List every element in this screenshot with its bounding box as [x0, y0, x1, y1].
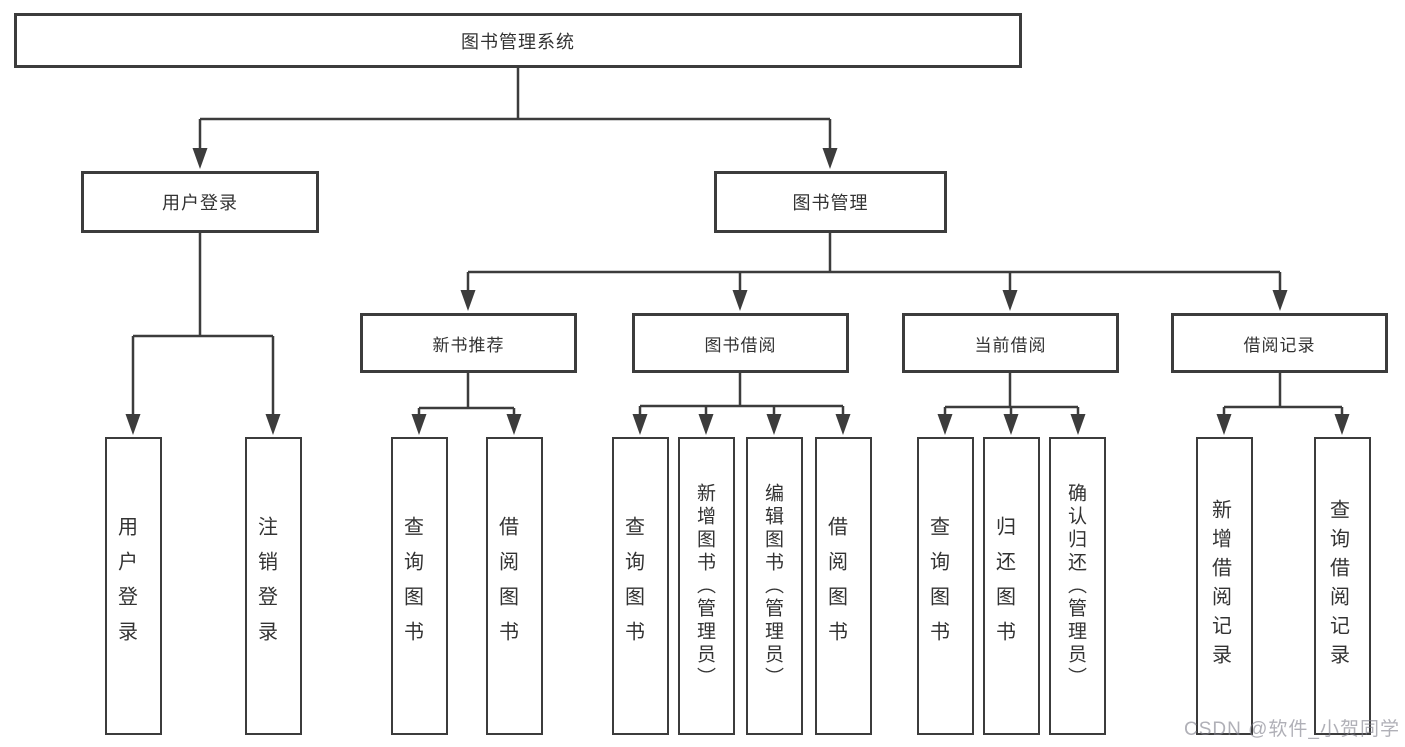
leaf-add-book-admin: 新增图书（管理员） — [678, 437, 735, 735]
arrowhead-icon — [1216, 414, 1232, 435]
connector-path — [1222, 373, 1344, 416]
arrowhead-icon — [265, 414, 281, 435]
connector-path — [638, 373, 845, 416]
node-label: 查询借阅记录 — [1326, 499, 1349, 673]
arrowhead-icon — [460, 290, 476, 311]
arrowhead-icon — [835, 414, 851, 435]
leaf-borrow-books: 借阅图书 — [815, 437, 872, 735]
arrowhead-icon — [1272, 290, 1288, 311]
node-library-system: 图书管理系统 — [14, 13, 1022, 68]
leaf-logout: 注销登录 — [245, 437, 302, 735]
node-book-borrow: 图书借阅 — [632, 313, 849, 373]
node-label: 确认归还（管理员） — [1065, 482, 1086, 690]
node-label: 借阅图书 — [495, 516, 518, 656]
node-label: 归还图书 — [992, 516, 1015, 656]
connector-path — [943, 373, 1080, 416]
arrowhead-icon — [1070, 414, 1086, 435]
node-label: 注销登录 — [254, 516, 277, 656]
node-label: 查询图书 — [621, 516, 644, 656]
connector-path — [466, 233, 1282, 292]
node-label: 查询图书 — [926, 516, 949, 656]
node-current-borrow: 当前借阅 — [902, 313, 1119, 373]
leaf-add-borrow-record: 新增借阅记录 — [1196, 437, 1253, 735]
arrowhead-icon — [192, 148, 208, 169]
arrowhead-icon — [822, 148, 838, 169]
arrowhead-icon — [1334, 414, 1350, 435]
node-label: 新增借阅记录 — [1208, 499, 1231, 673]
arrowhead-icon — [506, 414, 522, 435]
connector-path — [198, 68, 832, 150]
arrowhead-icon — [766, 414, 782, 435]
leaf-query-borrow-record: 查询借阅记录 — [1314, 437, 1371, 735]
connector-path — [417, 373, 516, 416]
leaf-query-books-borrow: 查询图书 — [612, 437, 669, 735]
node-label: 新增图书（管理员） — [694, 482, 715, 690]
node-label: 借阅图书 — [824, 516, 847, 656]
connector-path — [131, 233, 275, 416]
node-label: 用户登录 — [114, 516, 137, 656]
leaf-query-books-recommend: 查询图书 — [391, 437, 448, 735]
leaf-query-books-current: 查询图书 — [917, 437, 974, 735]
leaf-edit-book-admin: 编辑图书（管理员） — [746, 437, 803, 735]
arrowhead-icon — [411, 414, 427, 435]
arrowhead-icon — [732, 290, 748, 311]
arrowhead-icon — [698, 414, 714, 435]
arrowhead-icon — [1003, 414, 1019, 435]
leaf-return-books: 归还图书 — [983, 437, 1040, 735]
node-label: 查询图书 — [400, 516, 423, 656]
node-user-login: 用户登录 — [81, 171, 319, 233]
node-borrow-records: 借阅记录 — [1171, 313, 1388, 373]
arrowhead-icon — [632, 414, 648, 435]
arrowhead-icon — [125, 414, 141, 435]
arrowhead-icon — [1002, 290, 1018, 311]
leaf-confirm-return-admin: 确认归还（管理员） — [1049, 437, 1106, 735]
node-label: 编辑图书（管理员） — [762, 482, 783, 690]
leaf-user-login: 用户登录 — [105, 437, 162, 735]
arrowhead-icon — [937, 414, 953, 435]
node-book-management: 图书管理 — [714, 171, 947, 233]
leaf-borrow-books-recommend: 借阅图书 — [486, 437, 543, 735]
node-new-book-recommend: 新书推荐 — [360, 313, 577, 373]
